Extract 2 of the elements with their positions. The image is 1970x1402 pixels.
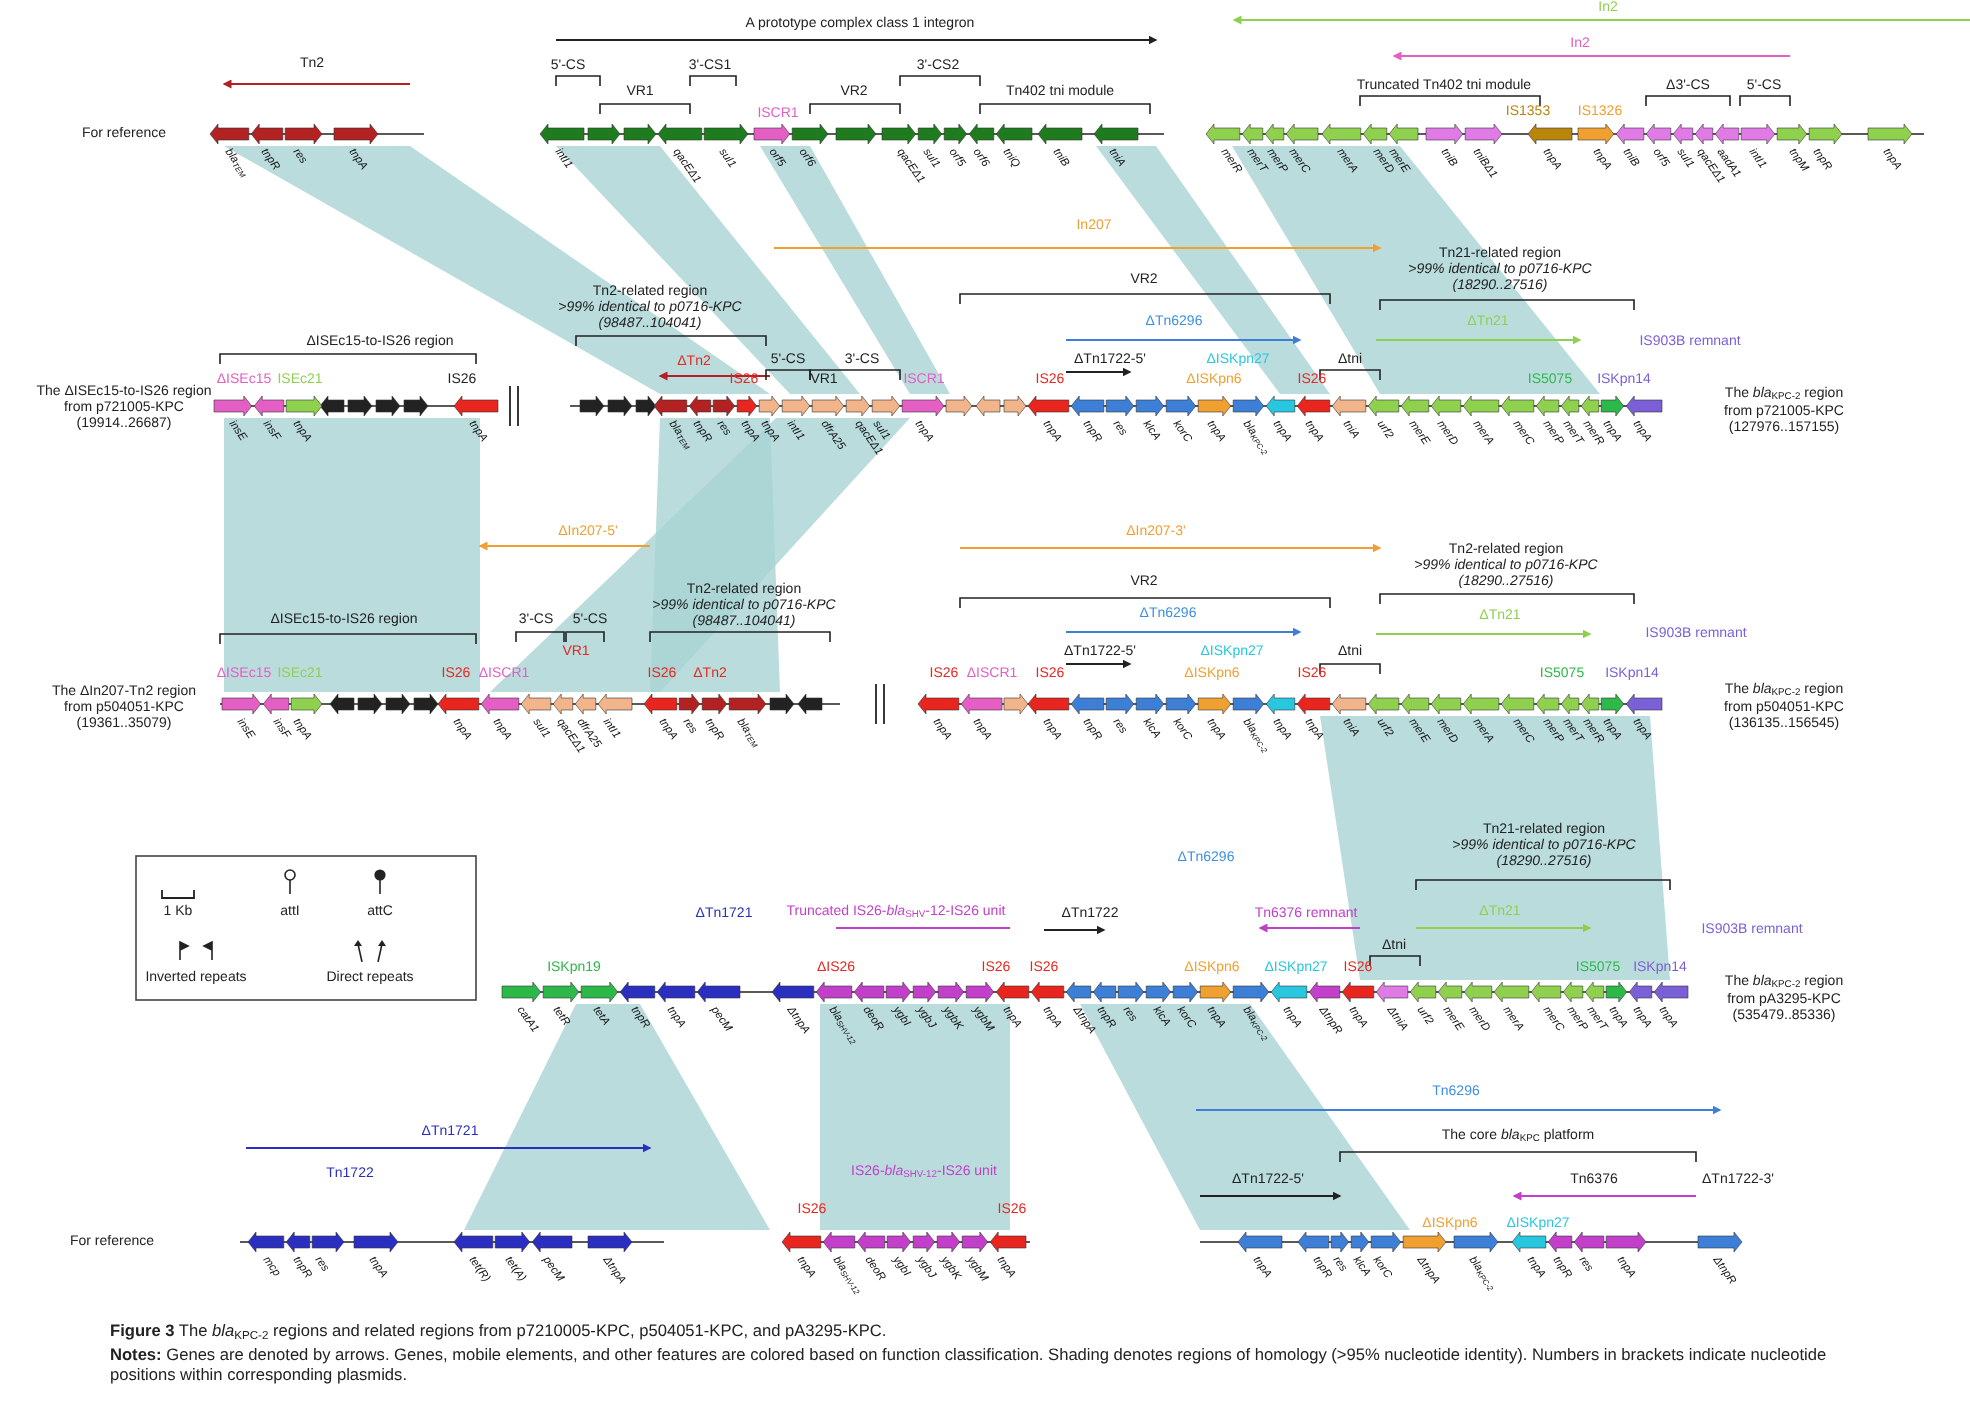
notes-text: Notes: Genes are denoted by arrows. Genes, mobile elements, and other features are colored based on function classification. Shading denotes regions of homology (>95% nucleotide identity). Numbers in brackets indicate nucleotide positions within corresponding plasmids. (110, 1344, 1829, 1386)
caption-text: Figure 3 The bla$_{KPC-2}$ regions and related regions from p7210005-KPC, p504051-KPC, and pA3295-KPC. (110, 1320, 889, 1346)
